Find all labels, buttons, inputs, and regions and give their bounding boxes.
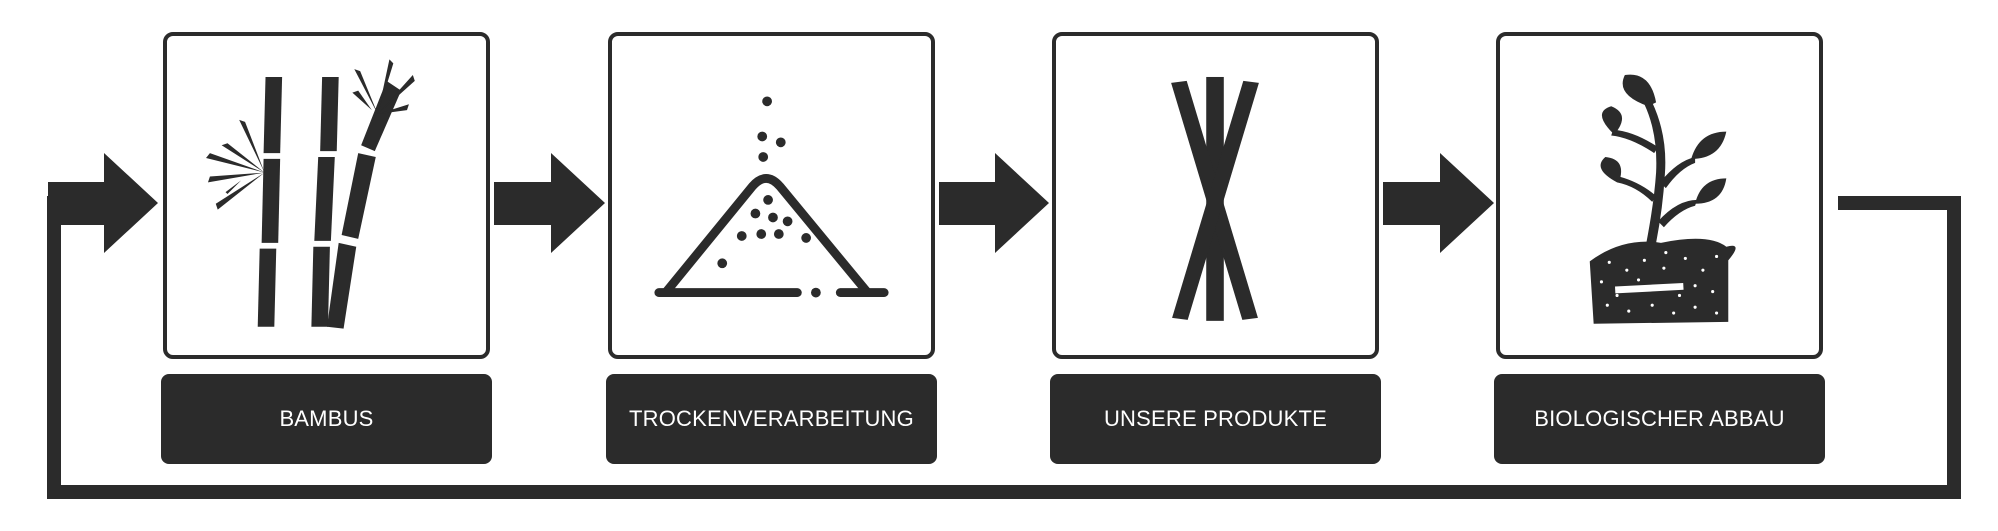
step-2-label: TROCKENVERARBEITUNG <box>606 374 937 464</box>
arrow-step-2-to-3 <box>939 153 1049 253</box>
powder-pile-icon <box>654 96 889 298</box>
step-4-label: BIOLOGISCHER ABBAU <box>1494 374 1825 464</box>
step-1-box <box>163 32 490 359</box>
bamboo-icon <box>206 59 415 329</box>
step-3-label: UNSERE PRODUKTE <box>1050 374 1381 464</box>
sprout-in-soil-icon <box>1589 74 1736 324</box>
arrow-into-step-1 <box>48 153 158 253</box>
step-3-box <box>1052 32 1379 359</box>
step-2-box <box>608 32 935 359</box>
step-1-label: BAMBUS <box>161 374 492 464</box>
step-4-box <box>1496 32 1823 359</box>
crossed-straws-icon <box>1171 76 1259 321</box>
arrow-step-1-to-2 <box>494 153 605 253</box>
arrow-step-3-to-4 <box>1383 153 1494 253</box>
